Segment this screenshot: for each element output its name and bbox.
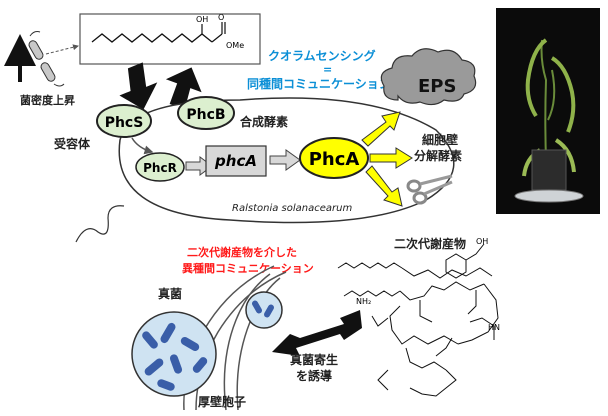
phca-output-arrows <box>361 111 413 207</box>
signal-molecule-box: OH O OMe <box>79 13 261 65</box>
secondary-metabolite-label: 二次代謝産物 <box>394 236 466 251</box>
interspecies-line1: 二次代謝産物を介した <box>187 245 297 259</box>
mol-oh-label: OH <box>196 15 208 24</box>
quorum-sensing-label: クオラムセンシング = 同種間コミュニケーション <box>247 48 391 91</box>
wilted-plant-photo <box>496 8 600 214</box>
quorum-line1: クオラムセンシング <box>268 48 376 63</box>
arrow-to-metabolite <box>365 165 403 207</box>
mol-ome-label: OMe <box>226 41 244 50</box>
quorum-line3: 同種間コミュニケーション <box>247 76 391 91</box>
phcb-node: PhcB <box>177 96 235 130</box>
eps-cloud: EPS <box>380 48 477 106</box>
chlamydospore-small <box>245 291 283 329</box>
phcs-node: PhcS <box>96 104 152 138</box>
eps-label: EPS <box>418 76 456 97</box>
phcr-label: PhcR <box>143 161 177 175</box>
species-name: Ralstonia solanacearum <box>232 203 352 214</box>
bacteria-inside-spore <box>142 322 208 391</box>
enzyme-label-line2: 分解酵素 <box>414 148 462 163</box>
density-label: 菌密度上昇 <box>20 93 75 107</box>
signal-to-phcs-arrow <box>119 62 158 110</box>
phcs-to-phcr-arrow <box>131 137 154 155</box>
induce-line2: を誘導 <box>296 368 332 383</box>
phcr-node: PhcR <box>135 152 185 182</box>
synthase-label: 合成酵素 <box>240 114 288 129</box>
mol-o-label: O <box>218 13 224 22</box>
lipopeptide-structure <box>337 243 499 397</box>
phca-protein-node: PhcA <box>299 137 369 179</box>
struct-oh-label: OH <box>476 237 488 246</box>
quorum-line2: = <box>323 63 332 76</box>
signal-release-arrow <box>45 44 79 55</box>
enzyme-label-line1: 細胞壁 <box>422 132 458 147</box>
chlamydospore-label: 厚壁胞子 <box>198 394 246 409</box>
struct-nh2-label: NH₂ <box>356 297 371 306</box>
arrow-to-enzyme <box>369 147 413 169</box>
phca-gene-label: phcA <box>214 152 257 170</box>
bacterium-icon <box>28 31 65 87</box>
phca-protein-label: PhcA <box>309 149 360 170</box>
fungus-label: 真菌 <box>158 286 182 301</box>
arrow-to-eps <box>361 111 401 147</box>
phcb-to-signal-arrow <box>165 67 202 110</box>
struct-hn-label: HN <box>488 323 500 332</box>
induce-line1: 真菌寄生 <box>290 352 338 367</box>
induce-arrow <box>272 310 362 356</box>
flagellum-left <box>75 205 125 243</box>
chlamydospore-large <box>131 311 217 397</box>
phca-gene-box: phcA <box>205 145 267 177</box>
receptor-label: 受容体 <box>54 136 91 151</box>
phcb-label: PhcB <box>186 107 225 123</box>
signal-binding-arrows <box>119 62 202 110</box>
phcs-label: PhcS <box>105 115 144 131</box>
bacteria-density-group: 菌密度上昇 <box>4 31 79 107</box>
scissors-icon <box>406 174 453 205</box>
gene-to-protein-arrow <box>269 149 301 171</box>
interspecies-line2: 異種間コミュニケーション <box>182 261 314 275</box>
